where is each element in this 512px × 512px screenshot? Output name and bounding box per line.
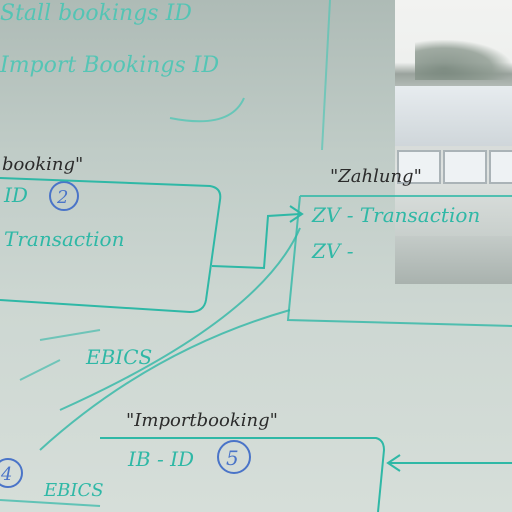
top-line-1: Stall bookings ID [0, 1, 192, 26]
bottom-left-line [0, 499, 101, 507]
window-view [395, 0, 512, 284]
bottom-left-badge-circle [0, 458, 23, 488]
entity-right-label: "Zahlung" [330, 166, 422, 187]
entity-bottom-arrow [386, 454, 512, 472]
entity-left-label: booking" [2, 154, 83, 175]
top-arrow [169, 97, 245, 123]
tree [415, 40, 512, 80]
entity-left-field-id: ID [3, 183, 28, 207]
divider-line [321, 0, 331, 151]
entity-bottom-box [100, 437, 386, 512]
building-wall [395, 236, 512, 284]
entity-bottom-badge-circle [217, 440, 251, 474]
middle-ebics-label: EBICS [85, 345, 152, 369]
building-window [397, 150, 441, 184]
relation-arrowhead [289, 205, 304, 223]
entity-left-badge: 2 [56, 187, 68, 208]
relation-arrow [211, 213, 301, 270]
entity-left-field-transaction: Transaction [4, 227, 124, 251]
ebics-lines [39, 227, 301, 451]
ebics-strokes [19, 329, 101, 381]
entity-left-box [0, 177, 222, 314]
bottom-left-badge: 4 [0, 464, 12, 485]
top-line-2: Import Bookings ID [0, 53, 219, 78]
bottom-left-ebics-label: EBICS [43, 480, 104, 501]
building-window [443, 150, 487, 184]
entity-right-field-transaction: ZV - Transaction [311, 203, 480, 227]
entity-bottom-badge: 5 [226, 446, 239, 470]
entity-bottom-field-id: IB - ID [127, 447, 194, 471]
entity-bottom-label: "Importbooking" [126, 410, 278, 431]
building-roof [395, 86, 512, 146]
entity-left-badge-circle [49, 181, 79, 211]
entity-right-field-2: ZV - [311, 239, 354, 263]
building-window [489, 150, 512, 184]
